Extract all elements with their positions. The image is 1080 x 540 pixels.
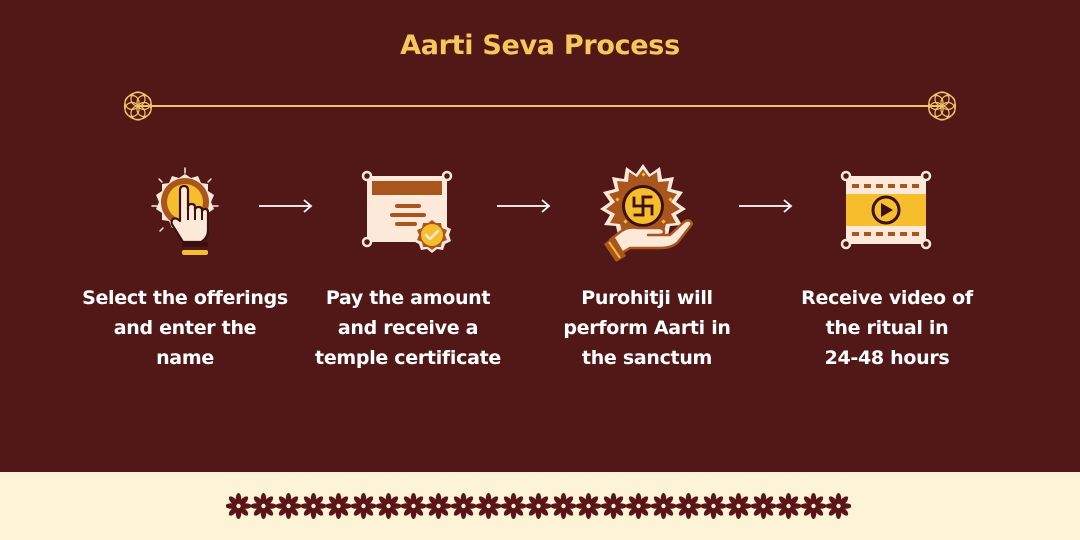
step-1-label: Select the offerings and enter the name [65, 283, 305, 373]
step-3-label: Purohitji will perform Aarti in the sanc… [527, 283, 767, 373]
flower-icon [551, 493, 576, 519]
flower-icon [601, 493, 626, 519]
flower-icon [451, 493, 476, 519]
mandala-ornament-icon [927, 91, 957, 121]
arrow-right-icon [259, 199, 313, 213]
flower-icon [576, 493, 601, 519]
flower-icon [351, 493, 376, 519]
swastika-offering-icon [600, 164, 694, 262]
flower-icon [376, 493, 401, 519]
flower-icon [251, 493, 276, 519]
flower-icon [226, 493, 251, 519]
step-3-line-1: Purohitji will [581, 287, 713, 309]
flower-border [226, 493, 851, 519]
flower-icon [701, 493, 726, 519]
process-panel: Aarti Seva Process [65, 30, 1007, 373]
flower-icon [751, 493, 776, 519]
flower-icon [626, 493, 651, 519]
footer-band [0, 472, 1080, 540]
flower-icon [476, 493, 501, 519]
step-4-line-1: Receive video of [801, 287, 973, 309]
flower-icon [651, 493, 676, 519]
flower-icon [526, 493, 551, 519]
step-2-line-1: Pay the amount [325, 287, 491, 309]
step-3-line-2: perform Aarti in [563, 317, 731, 339]
flower-icon [776, 493, 801, 519]
step-2-line-2: and receive a [337, 317, 479, 339]
flower-icon [676, 493, 701, 519]
step-4-line-3: 24-48 hours [824, 347, 950, 369]
step-1-line-3: name [156, 347, 214, 369]
title-divider [137, 105, 943, 107]
flower-icon [301, 493, 326, 519]
hand-tap-icon [151, 167, 219, 255]
arrow-right-icon [739, 199, 793, 213]
flower-icon [501, 493, 526, 519]
flower-icon [276, 493, 301, 519]
step-1-line-2: and enter the [113, 317, 257, 339]
flower-icon [801, 493, 826, 519]
arrow-right-icon [497, 199, 551, 213]
video-film-icon [840, 170, 932, 250]
page-title: Aarti Seva Process [400, 30, 680, 61]
step-3-line-3: the sanctum [581, 347, 713, 369]
certificate-icon [361, 170, 453, 253]
flower-icon [826, 493, 851, 519]
step-4-label: Receive video of the ritual in 24-48 hou… [767, 283, 1007, 373]
step-2-line-3: temple certificate [315, 347, 501, 369]
mandala-ornament-icon [123, 91, 153, 121]
step-1-line-1: Select the offerings [82, 287, 288, 309]
flower-icon [426, 493, 451, 519]
step-2-label: Pay the amount and receive a temple cert… [288, 283, 528, 373]
flower-icon [401, 493, 426, 519]
flower-icon [326, 493, 351, 519]
step-4-line-2: the ritual in [825, 317, 949, 339]
flower-icon [726, 493, 751, 519]
